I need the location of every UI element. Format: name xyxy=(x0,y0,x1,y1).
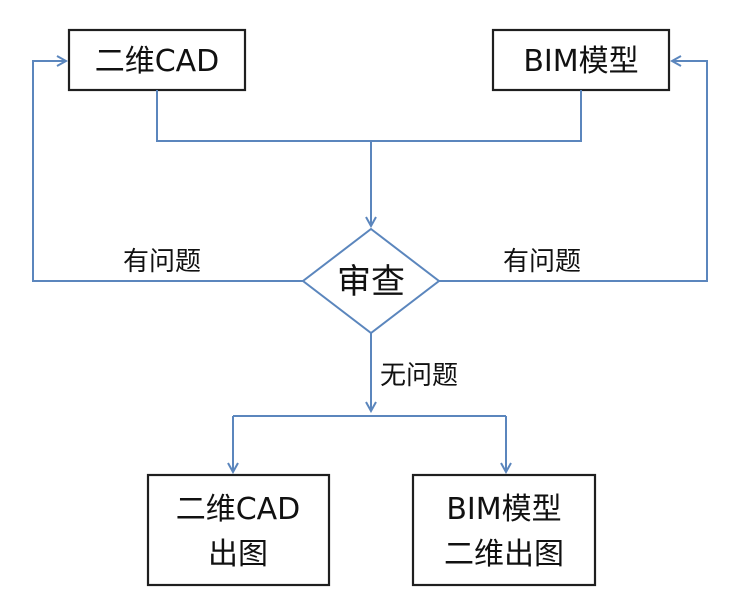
review-decision: 审查 xyxy=(301,227,441,335)
bim-output-line2: 二维出图 xyxy=(444,537,564,572)
no-issue-label: 无问题 xyxy=(380,361,458,391)
left-feedback-arrow xyxy=(32,61,303,282)
right-feedback-arrow xyxy=(439,61,708,282)
merge-connector xyxy=(156,90,582,142)
bim-box-label: BIM模型 xyxy=(523,44,638,79)
bim-output-line1: BIM模型 xyxy=(446,492,561,527)
bim-box: BIM模型 xyxy=(491,28,671,92)
cad-output-line2: 出图 xyxy=(208,537,268,572)
cad-output-line1: 二维CAD xyxy=(176,492,301,527)
bim-output-box: BIM模型 二维出图 xyxy=(411,473,597,587)
cad-box-label: 二维CAD xyxy=(95,44,220,79)
right-issue-label: 有问题 xyxy=(503,247,581,277)
review-label: 审查 xyxy=(337,262,405,302)
cad-box: 二维CAD xyxy=(67,28,247,92)
left-issue-label: 有问题 xyxy=(123,247,201,277)
cad-output-box: 二维CAD 出图 xyxy=(146,473,331,587)
